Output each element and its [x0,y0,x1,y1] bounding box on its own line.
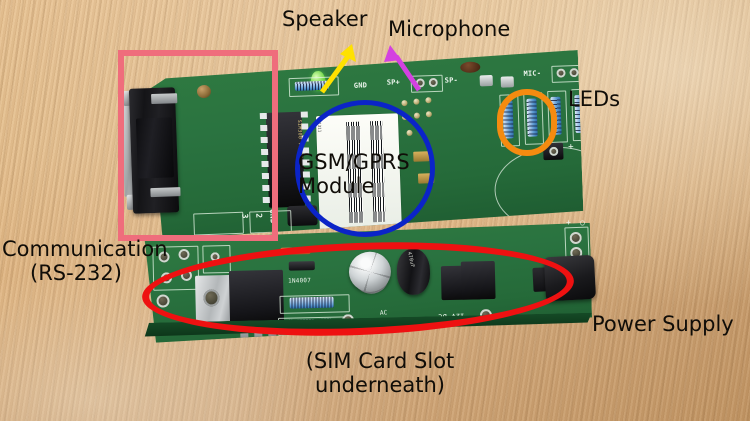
label-sim-card-slot: (SIM Card Slot underneath) [272,349,488,397]
communication-highlight-rect [118,50,278,241]
label-microphone: Microphone [388,17,511,41]
label-communication-line1: Communication [2,237,168,261]
label-communication: Communication (RS-232) [2,237,168,285]
silk-sp-minus: SP- [444,76,459,85]
silk-sp-plus: SP+ [386,78,401,87]
silk-gnd: GND [353,81,368,90]
red-led [649,73,668,100]
label-gsm-module-line2: Module [298,174,375,199]
label-gsm-module: GSM/GPRS Module [298,150,410,198]
silk-sign: SIGN [644,100,661,108]
leds-highlight-rounded-rect [497,89,557,156]
label-power-supply: Power Supply [592,312,734,336]
silk-plus: + [567,142,574,153]
silk-mic-minus: MIC- [523,69,542,78]
label-leds: LEDs [568,87,621,111]
gsm-module-highlight-circle [295,100,435,237]
label-speaker: Speaker [282,7,368,31]
label-sim-card-slot-line1: (SIM Card Slot [305,349,455,373]
silk-mic-plus: MIC+ [584,66,603,75]
green-led [654,109,673,134]
label-communication-line2: (RS-232) [30,260,122,285]
label-sim-card-slot-line2: underneath) [315,372,445,397]
label-gsm-module-line1: GSM/GPRS [298,150,410,174]
